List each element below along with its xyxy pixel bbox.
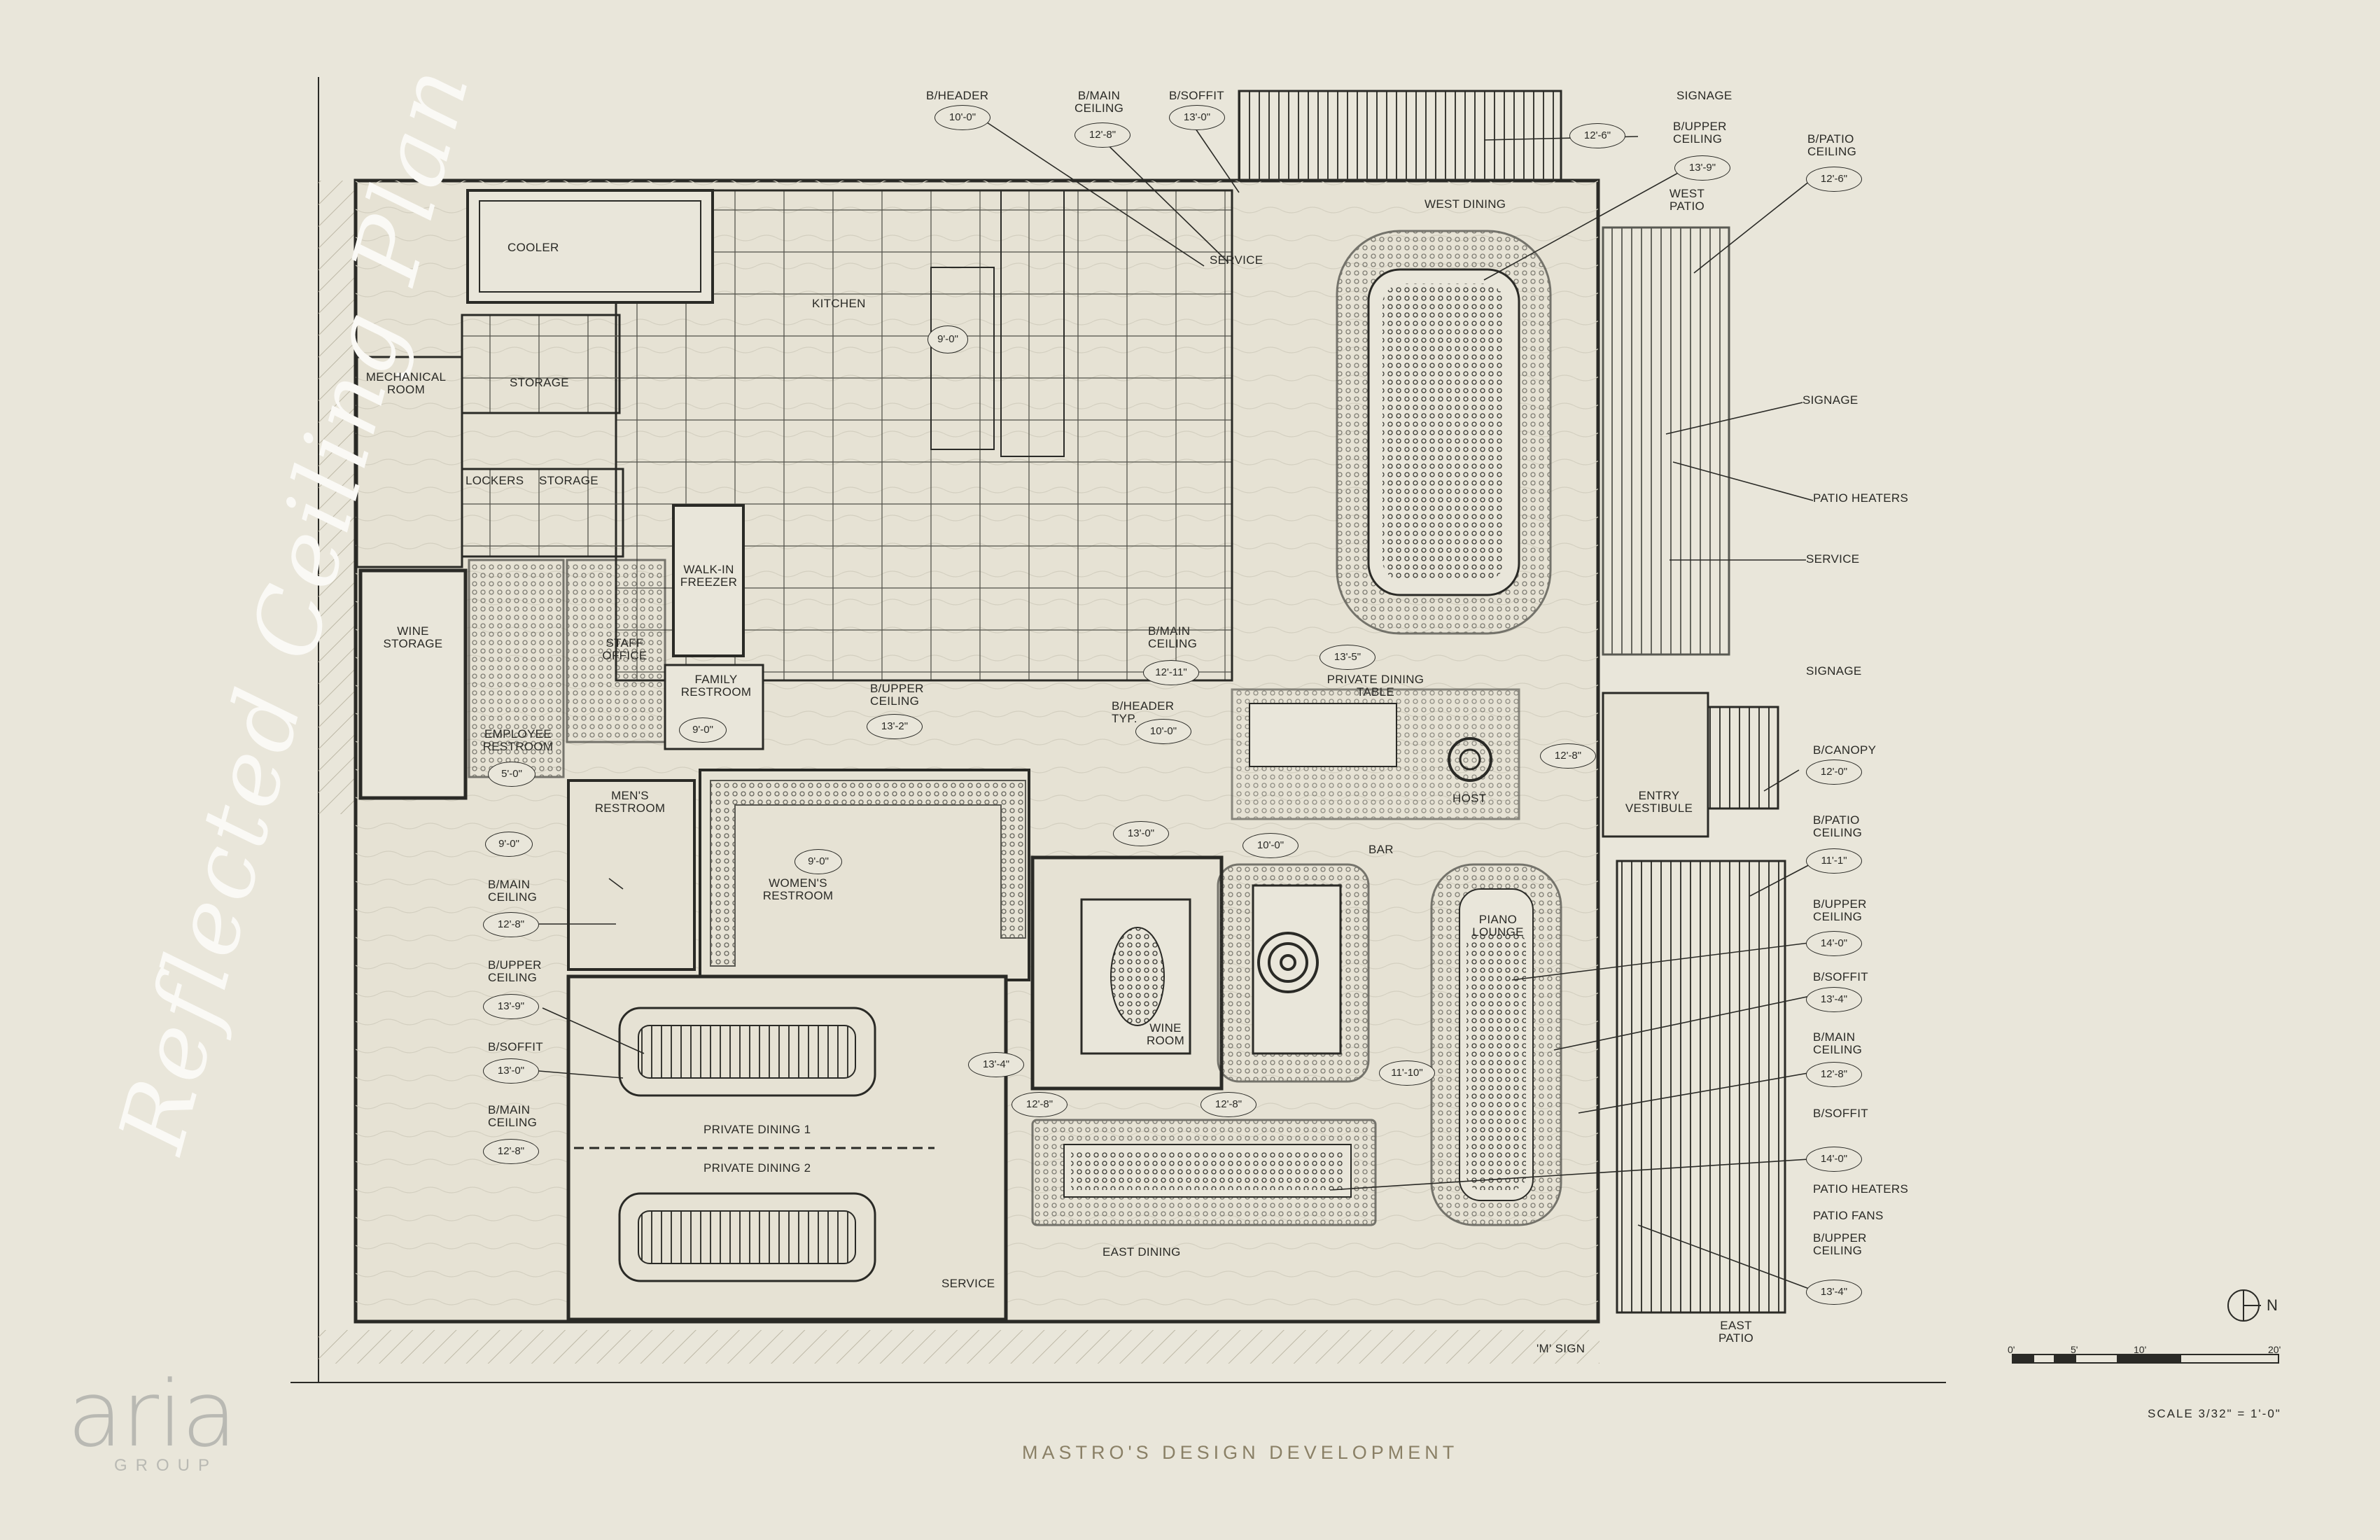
room-kitchen: KITCHEN [812,297,866,310]
room-piano-lounge: PIANO LOUNGE [1472,913,1524,939]
scale-tick: 10' [2134,1344,2147,1355]
height-tag: 10'-0" [1135,719,1191,744]
height-tag: 10'-0" [934,105,990,130]
note-b-upper-ceiling: B/UPPER CEILING [1673,120,1727,146]
height-tag: 13'-4" [968,1052,1024,1077]
height-tag: 12'-0" [1806,760,1862,785]
height-tag: 12'-6" [1569,123,1625,148]
height-tag: 13'-0" [1169,105,1225,130]
scale-tick: 0' [2008,1344,2015,1355]
room-private-dining-2: PRIVATE DINING 2 [704,1161,811,1175]
height-tag: 13'-5" [1320,645,1376,670]
label-service: SERVICE [1210,253,1264,267]
note-b-patio-ceiling: B/PATIO CEILING [1807,132,1857,158]
note-b-canopy: B/CANOPY [1813,743,1877,757]
height-tag: 12'-6" [1806,167,1862,192]
height-tag: 12'-8" [1011,1092,1068,1117]
height-tag: 12'-8" [1540,743,1596,769]
room-mens-restroom: MEN'S RESTROOM [594,789,666,815]
room-mechanical: MECHANICAL ROOM [365,370,447,396]
north-arrow-label: N [2267,1296,2278,1314]
scale-tick: 20' [2268,1344,2281,1355]
room-west-dining: WEST DINING [1424,197,1506,211]
height-tag: 12'-8" [483,912,539,937]
scale-label: SCALE 3/32" = 1'-0" [2148,1407,2281,1420]
height-tag: 13'-0" [1113,821,1169,846]
note-b-main-ceiling-5: B/MAIN CEILING [488,1103,538,1129]
room-east-dining: EAST DINING [1102,1245,1181,1259]
height-tag: 13'-0" [483,1058,539,1084]
height-tag: 13'-9" [483,994,539,1019]
room-wine-storage: WINE STORAGE [383,624,443,650]
note-b-main-ceiling-2: B/MAIN CEILING [1813,1030,1863,1056]
height-tag: 12'-8" [1200,1092,1256,1117]
footer-title: MASTRO'S DESIGN DEVELOPMENT [1022,1442,1459,1463]
note-b-soffit-2: B/SOFFIT [1813,970,1868,983]
scale-tick: 5' [2071,1344,2078,1355]
room-staff-office: STAFF OFFICE [602,636,648,662]
room-employee-restroom: EMPLOYEE RESTROOM [482,727,554,753]
note-b-main-ceiling-4: B/MAIN CEILING [1148,624,1198,650]
brand-logo: aria [67,1361,237,1467]
room-east-patio: EAST PATIO [1718,1319,1754,1345]
room-private-dining-1: PRIVATE DINING 1 [704,1123,811,1136]
note-b-upper-ceiling-3: B/UPPER CEILING [1813,1231,1867,1257]
height-tag: 5'-0" [488,762,536,787]
room-family-restroom: FAMILY RESTROOM [680,673,752,699]
note-signage-3: SIGNAGE [1806,664,1862,678]
note-b-upper-ceiling-4: B/UPPER CEILING [488,958,542,984]
height-tag: 12'-8" [1074,122,1130,148]
room-storage: STORAGE [510,376,569,389]
note-b-main-ceiling: B/MAIN CEILING [1074,89,1124,115]
room-west-patio: WEST PATIO [1669,187,1705,213]
height-tag: 13'-9" [1674,155,1730,181]
room-walk-in-freezer: WALK-IN FREEZER [680,563,738,589]
note-b-header: B/HEADER [926,89,989,102]
height-tag: 13'-2" [867,714,923,739]
room-cooler: COOLER [507,241,559,254]
height-tag: 12'-11" [1143,660,1199,685]
note-b-soffit-4: B/SOFFIT [488,1040,543,1054]
note-patio-heaters: PATIO HEATERS [1813,491,1909,505]
height-tag: 14'-0" [1806,1147,1862,1172]
note-b-upper-ceiling-5: B/UPPER CEILING [870,682,924,708]
room-private-dining-table: PRIVATE DINING TABLE [1326,673,1424,699]
note-b-patio-ceiling-2: B/PATIO CEILING [1813,813,1863,839]
note-b-soffit: B/SOFFIT [1169,89,1224,102]
height-tag: 11'-1" [1806,848,1862,874]
room-bar: BAR [1368,843,1394,856]
room-lockers: LOCKERS [465,474,524,487]
note-service: SERVICE [1806,552,1860,566]
label-service-east: SERVICE [941,1277,995,1290]
note-signage-2: SIGNAGE [1802,393,1858,407]
height-tag: 12'-8" [1806,1062,1862,1087]
note-signage: SIGNAGE [1676,89,1732,102]
height-tag: 9'-0" [485,832,533,857]
note-b-main-ceiling-3: B/MAIN CEILING [488,878,538,904]
height-tag: 9'-0" [927,326,968,354]
room-host: HOST [1452,792,1487,805]
room-entry-vestibule: ENTRY VESTIBULE [1625,789,1693,815]
note-m-sign: 'M' SIGN [1536,1342,1586,1355]
height-tag: 13'-4" [1806,1280,1862,1305]
note-patio-heaters-2: PATIO HEATERS [1813,1182,1909,1196]
note-b-header-typ: B/HEADER TYP. [1112,699,1175,725]
height-tag: 9'-0" [679,718,727,743]
height-tag: 9'-0" [794,849,842,874]
brand-subtitle: GROUP [114,1456,218,1475]
height-tag: 13'-4" [1806,987,1862,1012]
note-patio-fans: PATIO FANS [1813,1209,1884,1222]
note-b-upper-ceiling-2: B/UPPER CEILING [1813,897,1867,923]
room-womens-restroom: WOMEN'S RESTROOM [762,876,834,902]
note-b-soffit-3: B/SOFFIT [1813,1107,1868,1120]
room-storage-2: STORAGE [539,474,598,487]
height-tag: 12'-8" [483,1139,539,1164]
height-tag: 14'-0" [1806,931,1862,956]
room-wine-room: WINE ROOM [1146,1021,1185,1047]
height-tag: 11'-10" [1379,1060,1435,1086]
height-tag: 10'-0" [1242,833,1298,858]
